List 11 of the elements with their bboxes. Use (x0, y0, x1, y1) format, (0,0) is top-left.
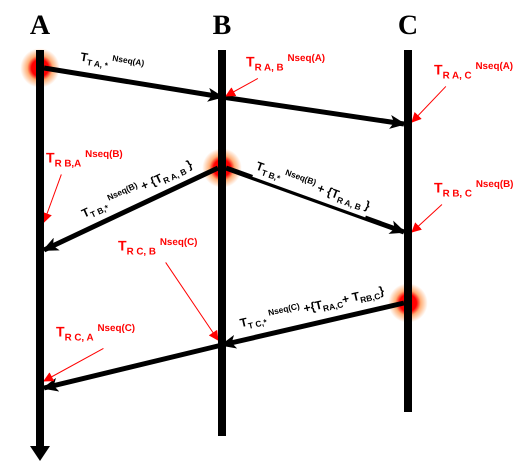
leader-line (43, 348, 104, 382)
leader-line (42, 174, 62, 223)
lifeline-label: A (28, 10, 52, 42)
arrow (42, 166, 220, 252)
leader-line (165, 262, 219, 341)
lifeline-label: C (396, 10, 420, 42)
lifeline-label: B (212, 10, 232, 42)
leader-line (225, 78, 258, 96)
leader-line (411, 204, 442, 233)
arrow (225, 166, 406, 234)
leader-line (411, 86, 446, 123)
